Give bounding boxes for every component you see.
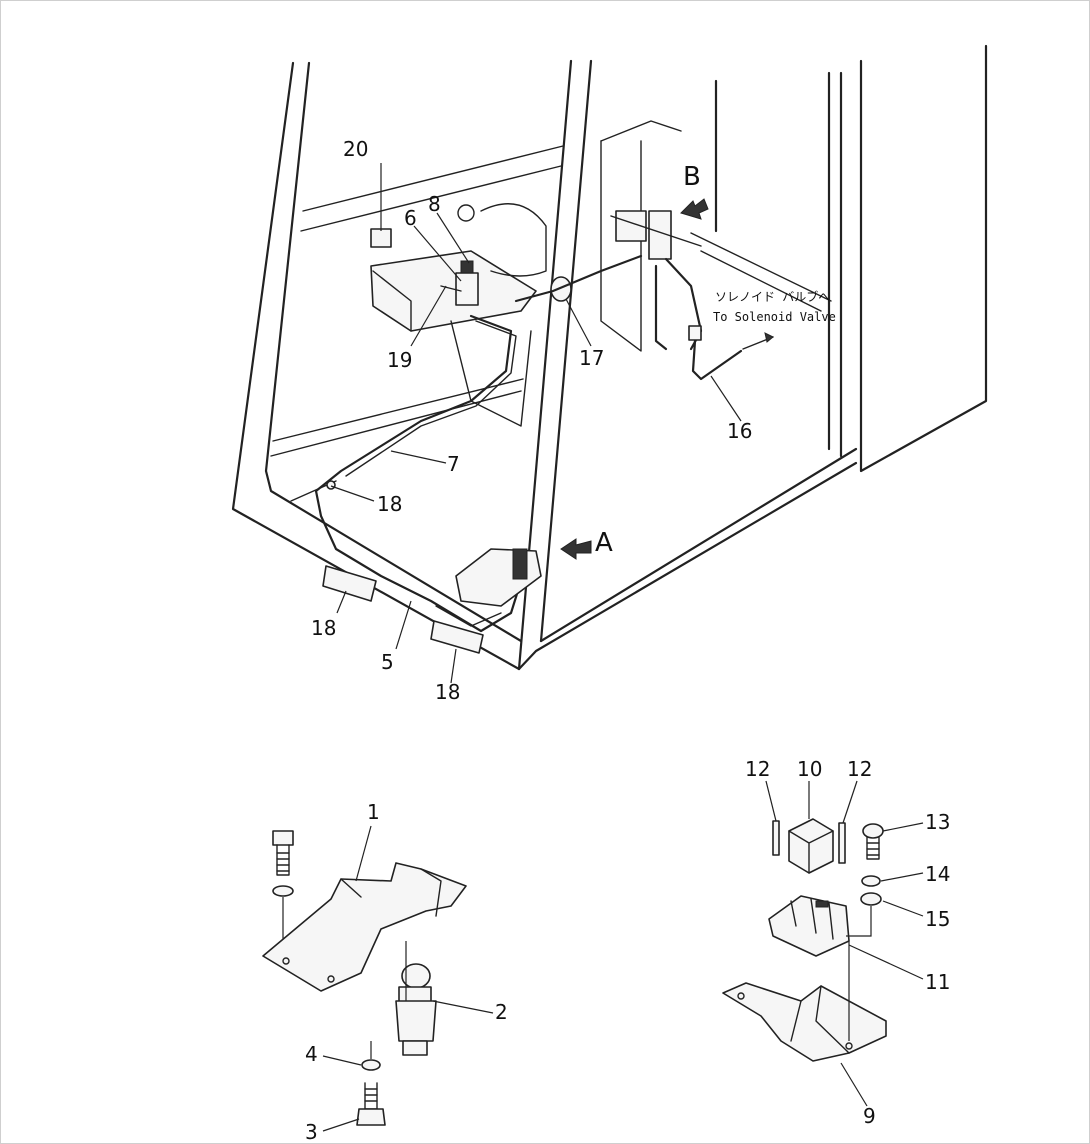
harness-16: [688, 325, 774, 381]
callout-14: 14: [925, 862, 950, 886]
clip-18b: [430, 620, 484, 654]
callout-19: 19: [387, 348, 412, 372]
view-label-a: A: [595, 528, 613, 558]
callouts: 20 6 8 19 17 7 18 18 5 18 16 1 2 4 3 12 …: [305, 137, 950, 1144]
callout-3: 3: [305, 1120, 318, 1144]
callout-18-right: 18: [435, 680, 460, 704]
callout-7: 7: [447, 452, 460, 476]
leader-lines: [322, 163, 924, 1132]
switch-6-8: [440, 260, 479, 306]
callout-18-upper: 18: [377, 492, 402, 516]
callout-11: 11: [925, 970, 950, 994]
clip-18c: [326, 480, 336, 490]
solenoid-note-jp: ソレノイド バルブへ: [715, 289, 830, 304]
callout-9: 9: [863, 1104, 876, 1128]
view-label-b: B: [683, 162, 701, 192]
view-arrow-b: [680, 198, 709, 220]
callout-17: 17: [579, 346, 604, 370]
callout-15: 15: [925, 907, 950, 931]
switch-bracket-assembly: [262, 830, 467, 1126]
view-arrow-a: [560, 538, 592, 560]
clip-18a: [322, 565, 377, 602]
switch-area-a: [435, 548, 542, 627]
relay-area-b: [610, 210, 703, 351]
callout-16: 16: [727, 419, 752, 443]
callout-4: 4: [305, 1042, 318, 1066]
callout-2: 2: [495, 1000, 508, 1024]
clamp-17: [550, 276, 572, 302]
callout-10: 10: [797, 757, 822, 781]
callout-8: 8: [428, 192, 441, 216]
heater-unit: [370, 140, 642, 427]
solenoid-note-en: To Solenoid Valve: [713, 310, 836, 324]
callout-12-right: 12: [847, 757, 872, 781]
callout-13: 13: [925, 810, 950, 834]
cab-frame: [231, 44, 988, 671]
callout-18-left: 18: [311, 616, 336, 640]
label-plate-20: [370, 228, 392, 248]
callout-20: 20: [343, 137, 368, 161]
callout-1: 1: [367, 800, 380, 824]
callout-6: 6: [404, 206, 417, 230]
callout-5: 5: [381, 650, 394, 674]
callout-12-left: 12: [745, 757, 770, 781]
relay-bracket-assembly: [722, 818, 887, 1062]
